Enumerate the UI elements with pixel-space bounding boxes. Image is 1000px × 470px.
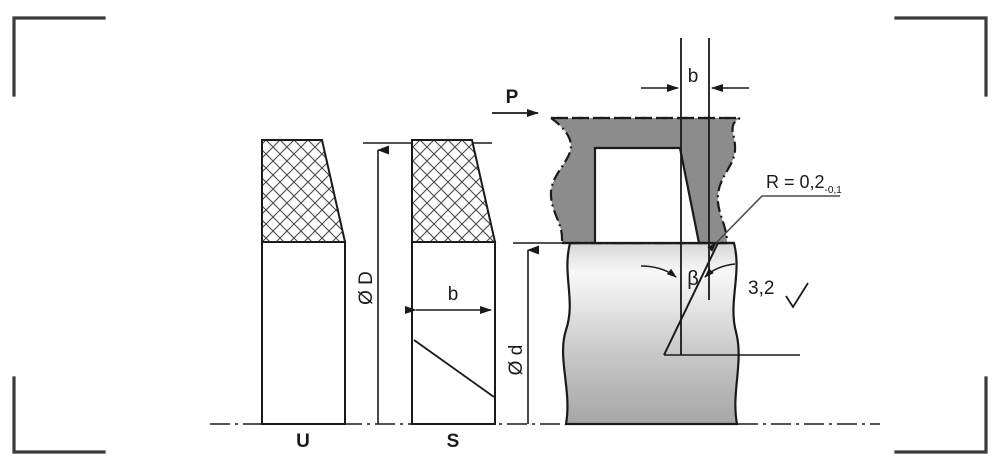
- radius-callout: R = 0,2-0,1: [707, 172, 842, 252]
- corner-mark-top-right: [894, 16, 988, 97]
- corner-crop-marks: [12, 16, 988, 454]
- roughness-symbol-icon: [785, 282, 809, 309]
- angle-arrow-left: [640, 265, 677, 278]
- inner-diameter-dimension: Ø d: [506, 242, 600, 424]
- outer-diameter-label: Ø D: [356, 271, 377, 305]
- corner-mark-bottom-left: [12, 376, 106, 454]
- pressure-label: P: [506, 87, 519, 108]
- corner-mark-bottom-right: [894, 376, 988, 454]
- roughness-callout: 3,2: [748, 278, 809, 309]
- roughness-label: 3,2: [748, 278, 774, 299]
- view-s-width-label: b: [448, 284, 459, 305]
- view-s-body: [411, 241, 496, 425]
- lip-reference-lines: [680, 38, 710, 355]
- view-s-hatched-section: [411, 139, 497, 243]
- angle-arrow-right: [704, 263, 736, 278]
- radius-label: R = 0,2-0,1: [766, 172, 842, 196]
- view-u: U: [261, 139, 347, 452]
- angle-label: β: [687, 268, 699, 290]
- view-s-label: S: [447, 431, 460, 452]
- view-s: b S: [405, 139, 497, 452]
- seal-cavity-outline: [593, 146, 701, 244]
- corner-mark-top-left: [12, 16, 106, 97]
- view-u-body: [261, 241, 346, 425]
- shaft-body: [562, 241, 740, 426]
- seal-detail: [547, 116, 745, 245]
- lip-width-label: b: [688, 66, 699, 87]
- view-s-chamfer-line: [413, 339, 495, 398]
- view-u-label: U: [296, 431, 310, 452]
- angle-callout: β: [640, 263, 736, 290]
- pressure-indicator: P: [492, 87, 539, 117]
- radius-leader-line: [707, 195, 840, 252]
- inner-diameter-label: Ø d: [506, 345, 527, 376]
- lip-width-dimension: b: [641, 66, 749, 92]
- view-u-hatched-section: [261, 139, 347, 243]
- seal-cavity-fill: [595, 148, 699, 243]
